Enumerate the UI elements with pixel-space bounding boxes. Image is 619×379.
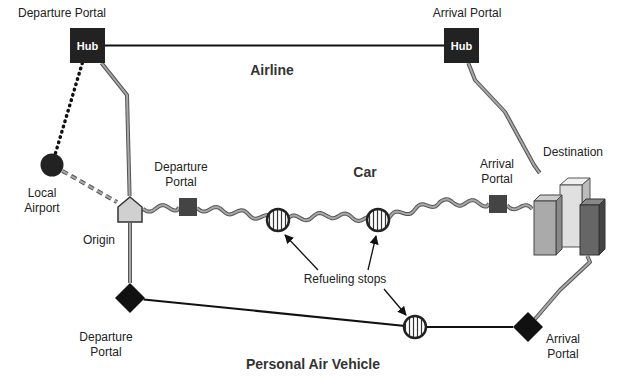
route-line [62,171,117,202]
airport-circle: Local Airport [40,153,64,177]
route-line [105,45,444,47]
connector [130,223,131,283]
hub-text: Hub [451,39,472,53]
portal-diamond: Arrival Portal [513,312,543,342]
route-line [535,256,590,319]
connector [62,171,117,202]
building-face [599,199,605,255]
route-line [197,199,489,223]
portal-label: Arrival Portal [472,157,522,187]
route-line [468,63,539,173]
refueling-stop [367,209,389,231]
refueling-stop [267,209,289,231]
route-line [535,256,590,319]
connector [197,199,489,223]
portal-square: Departure Portal [179,198,197,216]
route-line [62,171,117,202]
connector [102,63,130,196]
portal-label: Arrival Portal [433,6,502,21]
building-face [560,185,582,247]
route-label: Personal Air Vehicle [246,356,380,373]
leader-arrow [384,289,406,315]
building-face [556,195,562,255]
portal-square: Arrival Portal [489,195,507,213]
refueling-stop [404,316,426,338]
leader-arrow [285,235,318,270]
route-line [468,63,539,173]
portal-label: Destination [543,145,603,160]
route-line [102,63,130,196]
connector [468,63,539,173]
route-line [143,205,179,211]
portal-label: Arrival Portal [538,332,588,362]
portal-diamond-outline [115,283,145,313]
hub-square: Arrival PortalHub [444,28,479,63]
portal-label: Departure Portal [149,160,213,190]
connector [105,45,444,46]
destination-buildings-outline [532,173,606,256]
connector [143,205,179,211]
portal-diamond-outline [513,312,543,342]
connector [144,299,513,327]
hub-square: Departure PortalHub [70,28,105,63]
airport-circle-outline [40,153,64,177]
connector [507,205,532,209]
portal-diamond: Departure Portal [115,283,145,313]
route-line [128,223,132,283]
diamond-shape [513,312,543,342]
connector [55,63,82,154]
route-line [143,205,179,211]
origin-house: Origin [117,196,143,223]
route-line [507,205,532,209]
building-face [580,205,599,255]
portal-label: Local Airport [17,186,67,216]
portal-label: Departure Portal [18,6,106,21]
route-line [55,63,82,154]
route-line [144,299,513,327]
route-label: Airline [250,62,294,79]
route-line [129,223,131,283]
route-line [507,205,532,209]
route-line [197,199,489,223]
route-label: Car [353,164,376,181]
hub-text: Hub [77,39,98,53]
building-face [534,201,556,255]
note-label: Refueling stops [304,272,387,287]
airport-dot [41,154,64,177]
diamond-shape [115,283,145,313]
route-line [102,63,130,196]
leader-arrow [368,236,376,270]
destination-buildings: Destination [532,173,606,256]
origin-house-outline [117,196,143,223]
portal-label: Origin [83,233,115,248]
connector [535,256,590,319]
portal-label: Departure Portal [74,330,138,360]
house-shape [118,197,142,222]
